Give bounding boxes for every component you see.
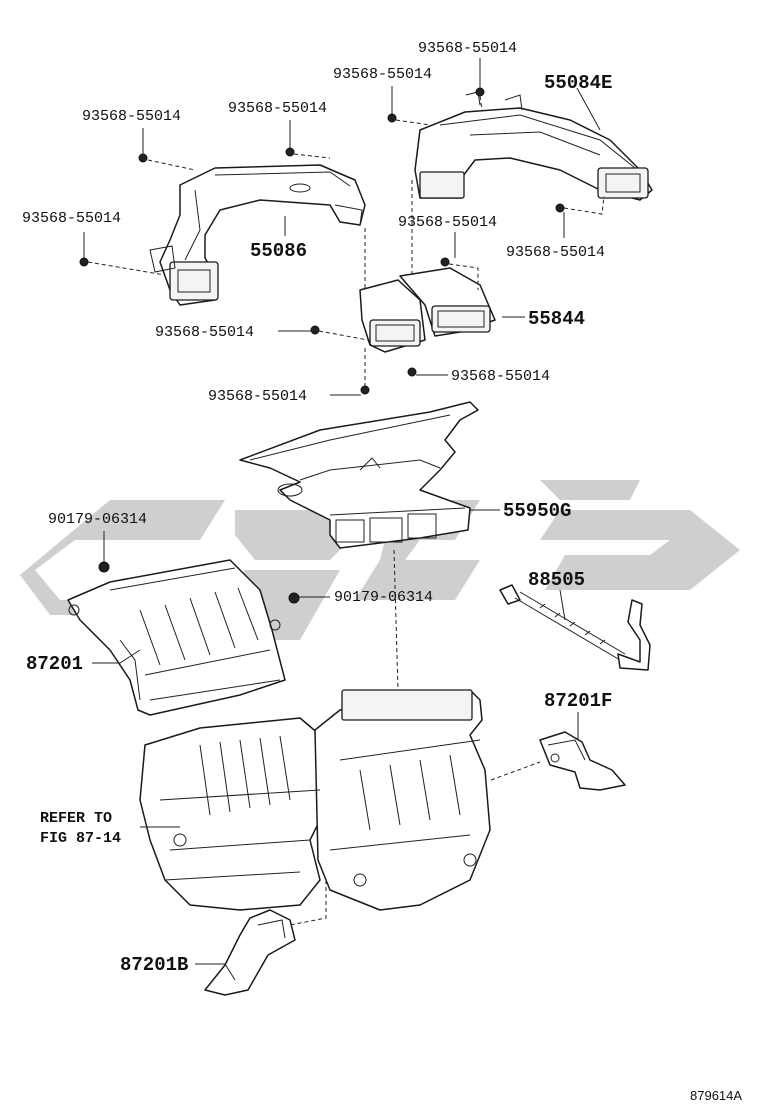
label-93568-upper-mid: 93568-55014: [228, 100, 327, 117]
fasteners: [79, 87, 565, 604]
heater-assembly: [139, 689, 491, 911]
refer-fig-label: FIG 87-14: [40, 830, 121, 847]
label-93568-mid-right: 93568-55014: [451, 368, 550, 385]
label-93568-lower: 93568-55014: [208, 388, 307, 405]
vent-55844: [359, 267, 496, 353]
figure-id: 879614A: [690, 1088, 742, 1103]
alignment-lines: [87, 95, 605, 926]
label-93568-mid-left: 93568-55014: [155, 324, 254, 341]
duct-87201b: [204, 909, 296, 996]
label-93568-upper-center: 93568-55014: [333, 66, 432, 83]
label-55084e: 55084E: [544, 72, 612, 94]
part-labels: 93568-55014 93568-55014 55084E 93568-550…: [22, 40, 742, 1103]
leader-lines: [83, 58, 601, 981]
label-93568-right: 93568-55014: [506, 244, 605, 261]
label-90179-center: 90179-06314: [334, 589, 433, 606]
duct-55084e: [414, 91, 653, 201]
label-87201: 87201: [26, 653, 83, 675]
label-93568-upper-left: 93568-55014: [82, 108, 181, 125]
label-93568-top: 93568-55014: [418, 40, 517, 57]
label-55086: 55086: [250, 240, 307, 262]
refer-to-label: REFER TO: [40, 810, 112, 827]
label-87201b: 87201B: [120, 954, 188, 976]
label-88505: 88505: [528, 569, 585, 591]
label-93568-left: 93568-55014: [22, 210, 121, 227]
label-87201f: 87201F: [544, 690, 612, 712]
duct-87201: [67, 559, 286, 716]
label-55950g: 55950G: [503, 500, 571, 522]
tube-88505: [499, 584, 651, 671]
label-90179-left: 90179-06314: [48, 511, 147, 528]
register-55950g: [239, 401, 479, 549]
label-55844: 55844: [528, 308, 585, 330]
label-93568-center: 93568-55014: [398, 214, 497, 231]
duct-55086: [149, 164, 366, 306]
duct-87201f: [539, 731, 626, 791]
